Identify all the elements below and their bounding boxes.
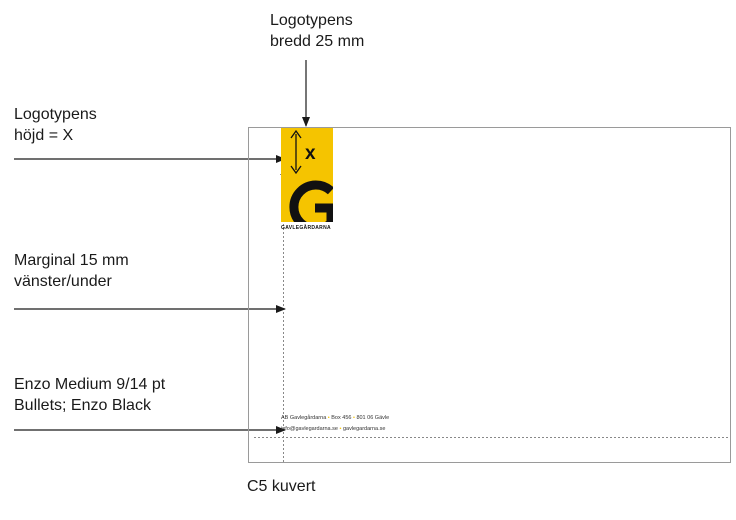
address-email: info@gavlegardarna.se — [281, 426, 338, 432]
c5-envelope — [248, 127, 731, 463]
label-logo-width-line2: bredd 25 mm — [270, 33, 365, 50]
double-arrow-icon — [290, 130, 302, 174]
label-logo-height: Logotypens höjd = X — [14, 104, 97, 146]
logo-wordmark: GAVLEGÅRDARNA — [281, 225, 331, 231]
address-postal: 801 06 Gävle — [356, 415, 390, 421]
label-font-line1: Enzo Medium 9/14 pt — [14, 376, 166, 393]
logo-g-icon — [289, 180, 333, 222]
bullet-icon: • — [352, 415, 355, 421]
label-font: Enzo Medium 9/14 pt Bullets; Enzo Black — [14, 374, 165, 416]
label-margin: Marginal 15 mm vänster/under — [14, 250, 129, 292]
label-font-line2: Bullets; Enzo Black — [14, 397, 151, 414]
label-logo-height-line2: höjd = X — [14, 127, 74, 144]
address-web: gavlegardarna.se — [342, 426, 386, 432]
label-logo-width: Logotypens bredd 25 mm — [270, 10, 364, 52]
caption: C5 kuvert — [247, 478, 316, 495]
address-line-2: info@gavlegardarna.se • gavlegardarna.se — [281, 426, 385, 432]
address-line-1: AB Gavlegårdarna • Box 456 • 801 06 Gävl… — [281, 415, 389, 421]
label-margin-line2: vänster/under — [14, 273, 112, 290]
label-margin-line1: Marginal 15 mm — [14, 252, 129, 269]
label-logo-width-line1: Logotypens — [270, 12, 353, 29]
address-box: Box 456 — [331, 415, 352, 421]
bullet-icon: • — [327, 415, 330, 421]
address-company: AB Gavlegårdarna — [281, 415, 327, 421]
logo-block — [281, 128, 333, 222]
logo-height-x-mark: x — [305, 143, 316, 164]
bullet-icon: • — [339, 426, 342, 432]
label-logo-height-line1: Logotypens — [14, 106, 97, 123]
